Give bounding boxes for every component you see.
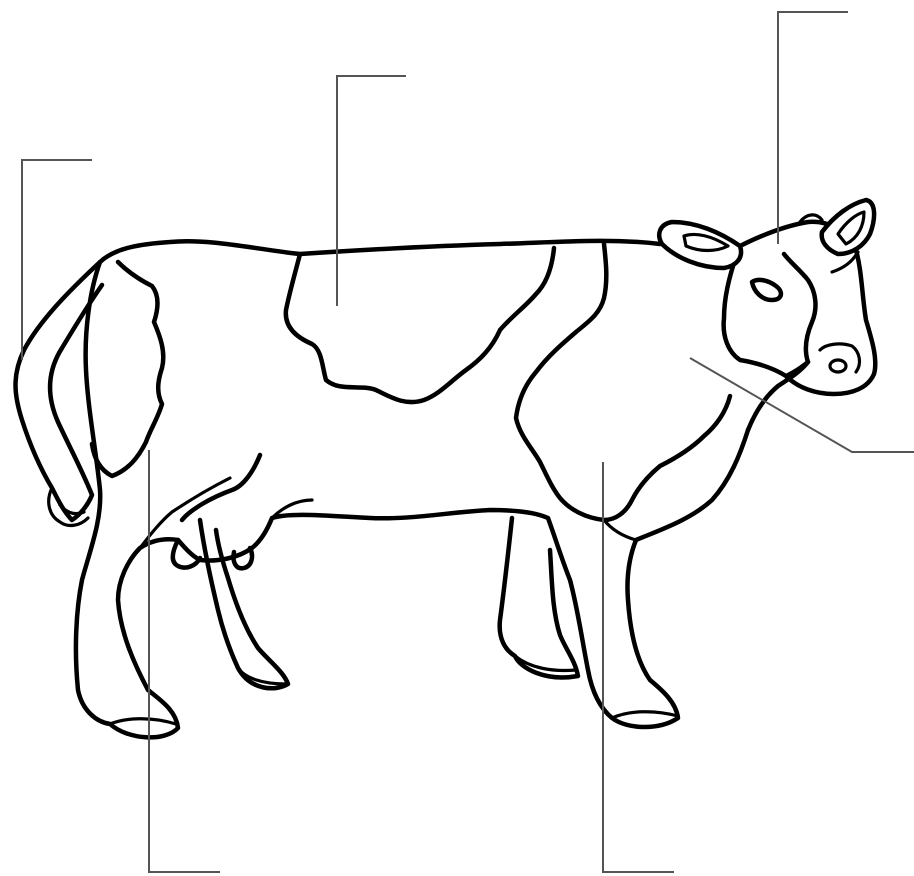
- right-ear: [822, 200, 874, 254]
- leader-tail: [22, 160, 92, 360]
- near-hind-hoof: [110, 719, 176, 724]
- label-leaders: [22, 12, 914, 872]
- leader-front-leg: [603, 462, 674, 872]
- muzzle: [820, 344, 859, 372]
- near-front-hoof: [612, 712, 678, 718]
- eye: [752, 280, 781, 300]
- cow-drawing: [16, 200, 876, 737]
- nostril: [830, 360, 846, 372]
- far-front-leg: [500, 518, 578, 677]
- shoulder-spot: [516, 244, 730, 520]
- back-spot: [286, 248, 554, 402]
- body-outline: [76, 241, 748, 738]
- far-hind-leg: [200, 520, 288, 688]
- leader-head: [778, 12, 848, 244]
- head-spot: [784, 254, 815, 376]
- shoulder-spot-inner: [604, 520, 636, 540]
- leader-hind-leg: [149, 450, 220, 872]
- leader-neck: [690, 358, 914, 452]
- hip-spot: [92, 262, 163, 476]
- leader-back-spot: [337, 76, 406, 306]
